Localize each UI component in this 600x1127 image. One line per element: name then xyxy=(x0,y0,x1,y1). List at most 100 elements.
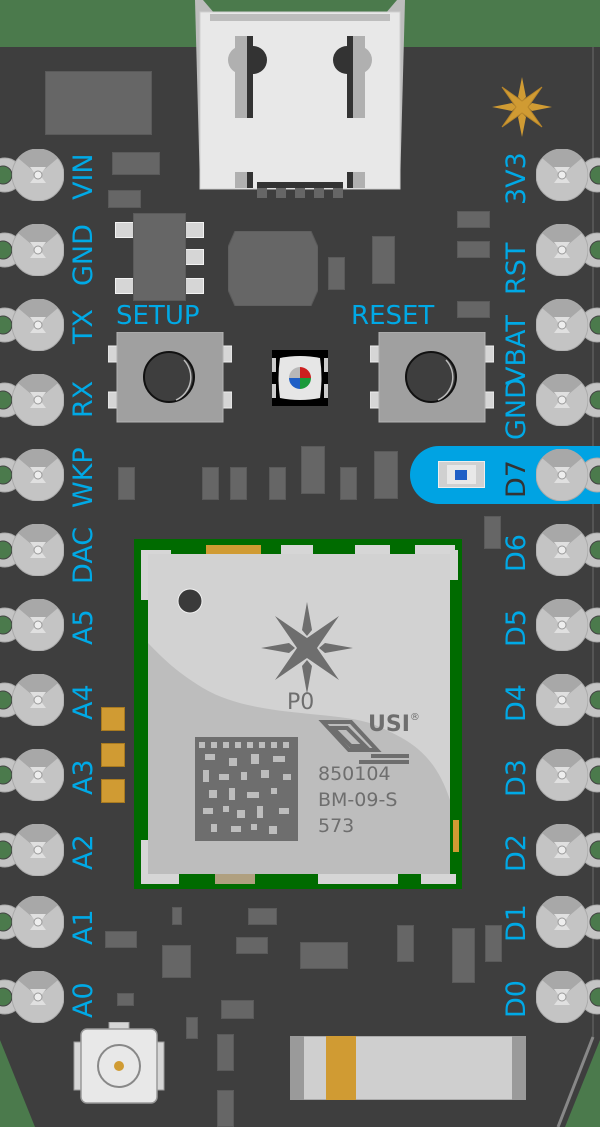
chip-pad xyxy=(185,222,204,238)
pin-label-a0: A0 xyxy=(68,982,99,1018)
smd-component xyxy=(484,516,501,549)
d7-led xyxy=(438,461,485,488)
setup-button[interactable] xyxy=(108,332,232,424)
pin-label-d6: D6 xyxy=(501,534,532,572)
pin-tx[interactable] xyxy=(12,299,64,351)
smd-component xyxy=(485,925,502,962)
pin-3v3[interactable] xyxy=(536,149,588,201)
smd-component xyxy=(230,467,247,500)
pin-label-rx: RX xyxy=(68,380,99,418)
pin-d1[interactable] xyxy=(536,896,588,948)
smd-component xyxy=(457,211,490,228)
p0-wifi-module xyxy=(133,538,463,890)
module-line-2: BM-09-S xyxy=(318,789,398,811)
pin-label-wkp: WKP xyxy=(68,447,99,508)
smd-component xyxy=(118,467,135,500)
module-brand: USI® xyxy=(368,712,420,737)
pin-label-tx: TX xyxy=(68,309,99,344)
smd-component xyxy=(236,937,268,954)
pin-label-gnd-right: GND xyxy=(501,378,532,440)
pin-label-d3: D3 xyxy=(501,759,532,797)
pin-label-3v3: 3V3 xyxy=(501,152,532,205)
smd-component xyxy=(397,925,414,962)
chip-pad xyxy=(185,249,204,265)
smd-component xyxy=(374,451,398,499)
smd-component xyxy=(248,908,277,925)
pin-label-a4: A4 xyxy=(68,684,99,720)
smd-component xyxy=(172,907,182,925)
gold-pad xyxy=(101,743,125,767)
pin-a2[interactable] xyxy=(12,824,64,876)
pin-rx[interactable] xyxy=(12,374,64,426)
gold-pad xyxy=(101,779,125,803)
pin-gnd-left[interactable] xyxy=(12,224,64,276)
smd-component xyxy=(186,1017,198,1039)
chip-antenna xyxy=(290,1036,526,1100)
pin-rst[interactable] xyxy=(536,224,588,276)
pin-d3[interactable] xyxy=(536,749,588,801)
smd-component xyxy=(217,1034,234,1071)
pin-dac[interactable] xyxy=(12,524,64,576)
module-name: P0 xyxy=(287,690,315,715)
reset-button[interactable] xyxy=(370,332,494,424)
pin-a5[interactable] xyxy=(12,599,64,651)
smd-component xyxy=(112,152,160,175)
pin-d6[interactable] xyxy=(536,524,588,576)
micro-usb-connector[interactable] xyxy=(195,0,405,200)
gold-pad xyxy=(101,707,125,731)
pin-d7[interactable] xyxy=(536,449,588,501)
compass-star-icon xyxy=(492,77,552,137)
smd-component xyxy=(452,928,475,983)
reset-button-label: RESET xyxy=(351,301,435,331)
pin-label-d2: D2 xyxy=(501,834,532,872)
pin-label-a3: A3 xyxy=(68,759,99,795)
registered-mark: ® xyxy=(409,712,420,723)
pin-label-a5: A5 xyxy=(68,609,99,645)
pin-d2[interactable] xyxy=(536,824,588,876)
pin-label-gnd-left: GND xyxy=(68,224,99,286)
smd-component xyxy=(105,931,137,948)
pin-d0[interactable] xyxy=(536,971,588,1023)
smd-component xyxy=(328,257,345,290)
pin-label-a1: A1 xyxy=(68,909,99,945)
module-line-1: 850104 xyxy=(318,763,391,785)
module-line-3: 573 xyxy=(318,815,355,837)
pin-a4[interactable] xyxy=(12,674,64,726)
smd-component xyxy=(217,1090,234,1127)
pin-gnd-right[interactable] xyxy=(536,374,588,426)
pin-label-d4: D4 xyxy=(501,684,532,722)
pin-a0[interactable] xyxy=(12,971,64,1023)
smd-component xyxy=(301,446,325,494)
pin-label-d0: D0 xyxy=(501,980,532,1018)
pin-label-dac: DAC xyxy=(68,526,99,584)
smd-component xyxy=(108,190,141,208)
pin-label-rst: RST xyxy=(501,242,532,295)
pin-label-d5: D5 xyxy=(501,609,532,647)
pin-a3[interactable] xyxy=(12,749,64,801)
pin-label-vin: VIN xyxy=(68,153,99,200)
smd-component xyxy=(457,241,490,258)
smd-component xyxy=(340,467,357,500)
pin-d4[interactable] xyxy=(536,674,588,726)
smd-component xyxy=(117,993,134,1006)
smd-component xyxy=(372,236,395,284)
smd-component xyxy=(162,945,191,978)
chip-pad xyxy=(185,278,204,294)
pin-wkp[interactable] xyxy=(12,449,64,501)
pin-vin[interactable] xyxy=(12,149,64,201)
pin-label-d7: D7 xyxy=(501,460,532,498)
smd-component xyxy=(221,1000,254,1019)
rgb-led-icon xyxy=(272,350,328,406)
u-fl-antenna-connector[interactable] xyxy=(73,1022,165,1110)
chip-pad xyxy=(115,278,134,294)
pin-a1[interactable] xyxy=(12,896,64,948)
pin-d5[interactable] xyxy=(536,599,588,651)
pin-vbat[interactable] xyxy=(536,299,588,351)
inductor xyxy=(228,231,318,306)
smd-component xyxy=(269,467,286,500)
smd-component xyxy=(300,942,348,969)
module-brand-text: USI xyxy=(368,712,410,737)
regulator-chip xyxy=(45,71,152,135)
pin-label-d1: D1 xyxy=(501,904,532,942)
pin-label-vbat: VBAT xyxy=(501,315,532,385)
